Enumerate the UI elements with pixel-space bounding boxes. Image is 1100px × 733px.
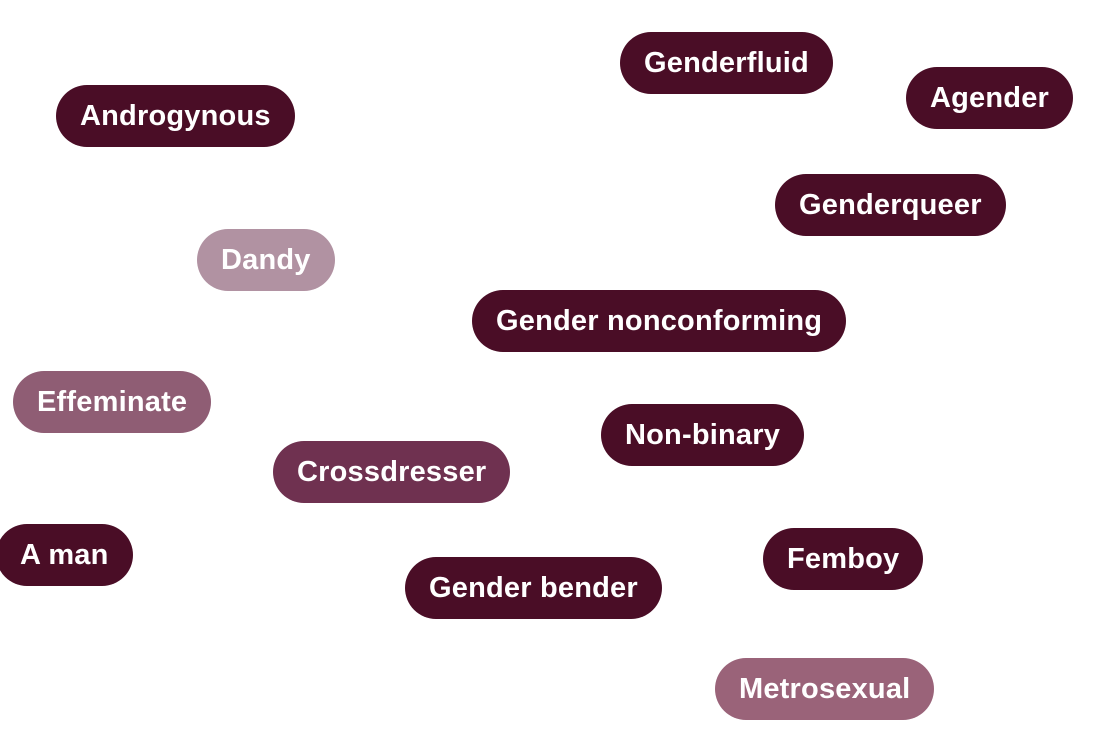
term-pill[interactable]: A man [0,524,133,586]
term-pill[interactable]: Metrosexual [715,658,935,720]
term-pill[interactable]: Gender nonconforming [472,290,847,352]
term-pill-label: A man [20,539,109,571]
term-pill-label: Genderfluid [644,47,809,79]
term-pill[interactable]: Genderqueer [775,174,1006,236]
term-pill-label: Gender nonconforming [496,305,823,337]
term-pill[interactable]: Gender bender [405,557,662,619]
term-pill-label: Genderqueer [799,189,982,221]
term-pill[interactable]: Genderfluid [620,32,833,94]
term-pill-label: Femboy [787,543,900,575]
term-pill-label: Agender [930,82,1050,114]
term-pill-label: Androgynous [80,100,271,132]
term-pill-label: Dandy [221,244,311,276]
term-pill[interactable]: Agender [906,67,1074,129]
term-pill[interactable]: Dandy [197,229,335,291]
term-pill-label: Non-binary [625,419,781,451]
term-pill[interactable]: Effeminate [13,371,212,433]
term-pill[interactable]: Non-binary [601,404,805,466]
term-pill[interactable]: Femboy [763,528,924,590]
term-pill-label: Effeminate [37,386,188,418]
term-pill[interactable]: Androgynous [56,85,295,147]
term-pill-label: Crossdresser [297,456,487,488]
term-pill[interactable]: Crossdresser [273,441,511,503]
term-pill-label: Metrosexual [739,673,911,705]
term-pill-label: Gender bender [429,572,638,604]
